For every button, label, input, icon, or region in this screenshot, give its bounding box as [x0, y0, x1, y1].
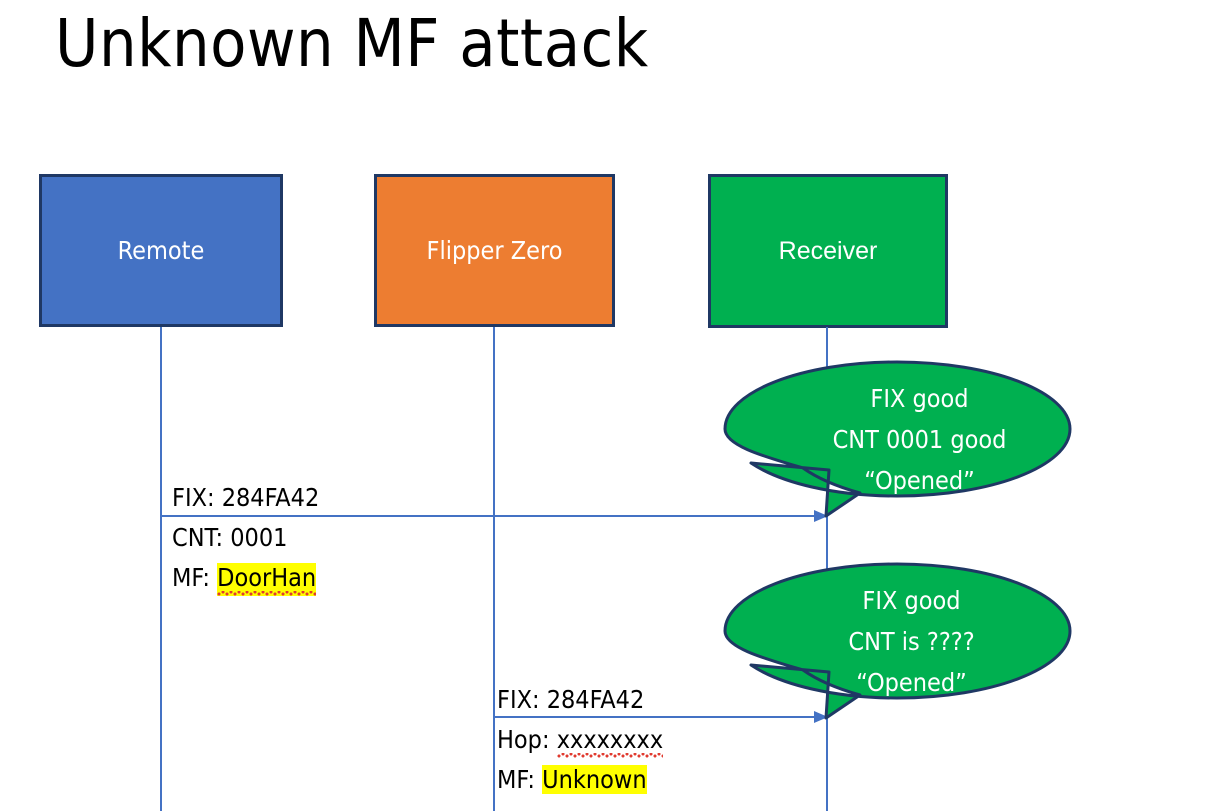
actor-label-receiver: Receiver — [778, 236, 878, 265]
page-title: Unknown MF attack — [55, 5, 649, 82]
actor-label-flipper: Flipper Zero — [426, 236, 563, 265]
actor-label-remote: Remote — [117, 236, 205, 265]
message-2-hop-value: xxxxxxxx — [556, 725, 664, 758]
message-1-mf-value: DoorHan — [217, 563, 317, 596]
message-label-1: FIX: 284FA42 CNT: 0001 MF: DoorHan — [172, 478, 319, 598]
message-1-cnt-line: CNT: 0001 — [172, 523, 288, 552]
callout-bubble-2[interactable]: FIX good CNT is ???? “Opened” — [723, 562, 1072, 720]
message-2-hop-line: Hop: xxxxxxxx — [497, 720, 664, 760]
message-1-mf-label: MF: — [172, 563, 210, 592]
callout-bubble-1[interactable]: FIX good CNT 0001 good “Opened” — [723, 360, 1072, 518]
message-2-mf-value: Unknown — [542, 765, 647, 794]
callout-shape-1 — [723, 360, 1072, 518]
message-1-fix-line: FIX: 284FA42 — [172, 483, 320, 512]
message-2-mf-label: MF: — [497, 765, 535, 794]
message-label-2: FIX: 284FA42 Hop: xxxxxxxx MF: Unknown — [497, 680, 664, 800]
message-2-fix-line: FIX: 284FA42 — [497, 685, 645, 714]
message-2-mf-line: MF: Unknown — [497, 760, 663, 800]
actor-box-remote[interactable]: Remote — [39, 174, 283, 327]
message-2-hop-label: Hop: — [497, 725, 550, 754]
callout-shape-2 — [723, 562, 1072, 720]
message-arrow-remote-to-receiver — [161, 510, 828, 522]
lifeline-remote — [160, 327, 162, 811]
actor-box-flipper[interactable]: Flipper Zero — [374, 174, 615, 327]
message-arrow-flipper-to-receiver — [494, 711, 828, 723]
lifeline-flipper — [493, 327, 495, 811]
actor-box-receiver[interactable]: Receiver — [708, 174, 948, 328]
message-1-mf-line: MF: DoorHan — [172, 558, 319, 598]
